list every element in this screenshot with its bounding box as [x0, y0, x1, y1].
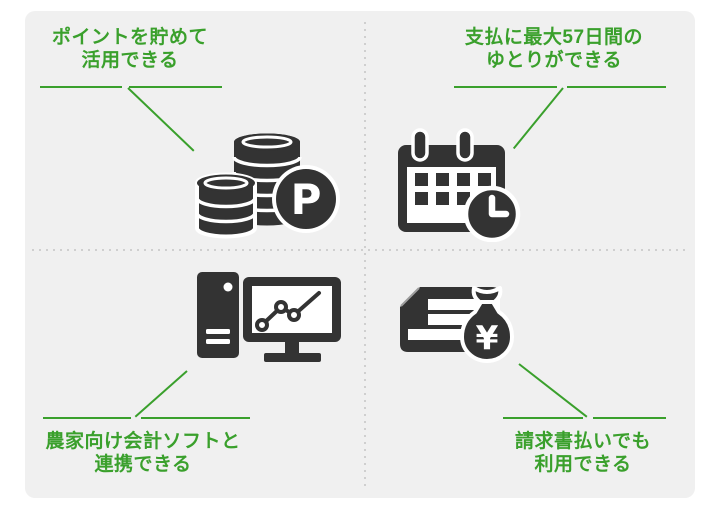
chart-line: [260, 291, 321, 327]
invoice-underline-right: [593, 417, 666, 419]
invoice-label-line2: 利用できる: [534, 454, 632, 475]
payment-terms-label-line1: 支払に最大57日間の: [464, 27, 644, 48]
point-badge-letter: P: [291, 175, 322, 224]
payment-terms-label: 支払に最大57日間の ゆとりができる: [434, 26, 674, 72]
accounting-underline-left: [43, 417, 131, 419]
pc-tower: [197, 272, 239, 358]
horizontal-dotted-divider: [32, 249, 688, 251]
monitor: [243, 277, 341, 362]
payment-terms-underline-right: [567, 86, 666, 88]
payment-terms-label-line2: ゆとりができる: [485, 50, 623, 71]
binder-ring-left: [411, 128, 429, 162]
payment-terms-underline-left: [454, 86, 557, 88]
benefits-panel: [25, 11, 695, 498]
yen-symbol: ¥: [476, 318, 499, 357]
accounting-label-line2: 連携できる: [94, 454, 192, 475]
accounting-label-line1: 農家向け会計ソフトと: [45, 431, 241, 452]
clock: [463, 185, 521, 242]
accounting-underline-right: [141, 417, 250, 419]
points-underline-right: [129, 86, 222, 88]
calendar-clock-icon: [398, 128, 521, 242]
points-underline-left: [40, 86, 122, 88]
folded-corner: [400, 287, 420, 307]
invoice-underline-left: [503, 417, 583, 419]
coin-stack-front: [195, 172, 257, 239]
binder-ring-right: [456, 128, 474, 162]
invoice-label-line1: 請求書払いでも: [515, 431, 651, 452]
money-bag: ¥: [460, 286, 514, 363]
points-label-line2: 活用できる: [81, 50, 179, 71]
points-label-line1: ポイントを貯めて: [51, 27, 208, 48]
invoice-money-bag-icon: ¥: [400, 286, 514, 363]
point-badge: P: [272, 165, 340, 233]
points-label: ポイントを貯めて 活用できる: [30, 26, 230, 72]
invoice-label: 請求書払いでも 利用できる: [463, 430, 703, 476]
vertical-dotted-divider: [364, 22, 366, 486]
accounting-label: 農家向け会計ソフトと 連携できる: [43, 430, 243, 476]
computer-chart-icon: [197, 272, 341, 362]
coins-with-p-badge-icon: P: [195, 133, 340, 239]
